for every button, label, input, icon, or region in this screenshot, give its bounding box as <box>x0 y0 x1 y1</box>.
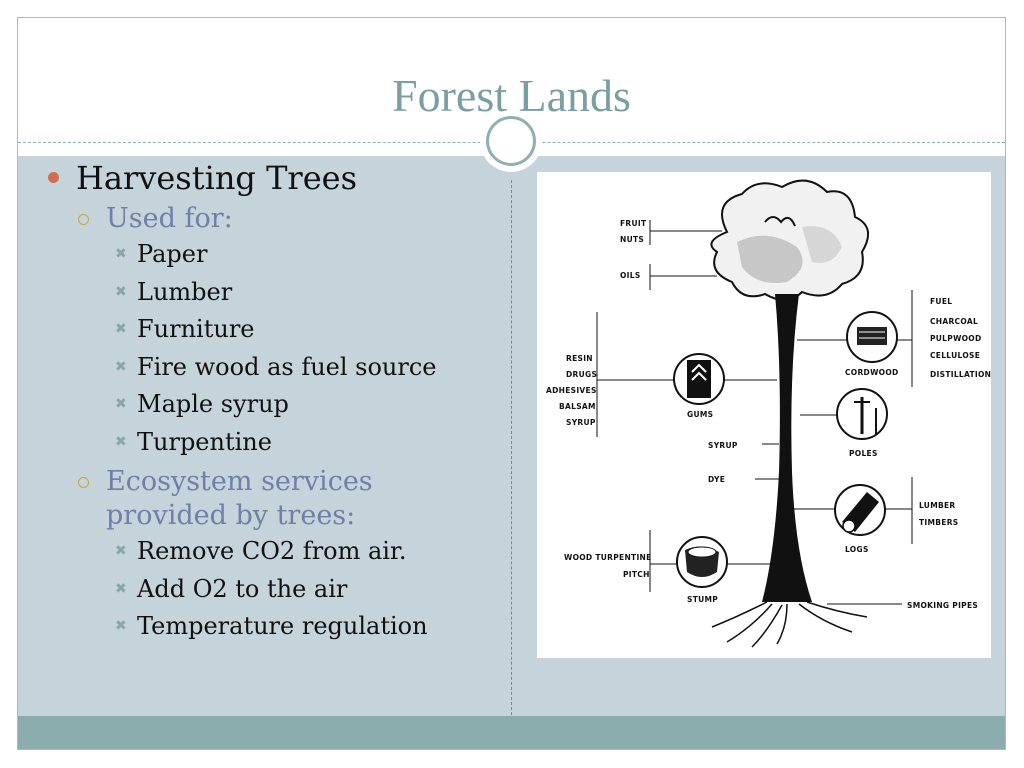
list-item: ✖ Paper <box>42 236 502 274</box>
ring-bullet-icon <box>78 214 89 225</box>
tree-products-diagram: FRUIT NUTS OILS FUEL CHARCOAL PULPWOOD C… <box>537 172 991 658</box>
cross-bullet-icon: ✖ <box>115 433 127 450</box>
list-item: ✖ Turpentine <box>42 424 502 462</box>
label-resin: RESIN <box>566 354 593 363</box>
bullet-main: Harvesting Trees <box>42 158 502 198</box>
cross-bullet-icon: ✖ <box>115 543 127 559</box>
subheading-used-for: Used for: <box>42 202 502 236</box>
gums-icon <box>673 353 725 405</box>
label-nuts: NUTS <box>620 235 644 244</box>
cross-bullet-icon: ✖ <box>115 321 127 337</box>
list-item-text: Turpentine <box>137 427 272 456</box>
cross-bullet-icon: ✖ <box>115 396 127 412</box>
label-pitch: PITCH <box>623 570 650 579</box>
subheading-line: provided by trees: <box>106 500 356 531</box>
label-syrup: SYRUP <box>708 441 738 450</box>
list-item-text: Add O2 to the air <box>137 574 348 603</box>
label-pulpwood: PULPWOOD <box>930 334 982 343</box>
label-syrup-left: SYRUP <box>566 418 596 427</box>
poles-icon <box>836 388 888 440</box>
list-item-text: Furniture <box>137 315 255 343</box>
cross-bullet-icon: ✖ <box>115 246 127 262</box>
list-item: ✖ Add O2 to the air <box>42 571 502 609</box>
label-poles: POLES <box>849 449 878 458</box>
label-distillation: DISTILLATION <box>930 370 991 379</box>
label-lumber: LUMBER <box>919 501 955 510</box>
bullet-main-text: Harvesting Trees <box>76 159 358 197</box>
label-cordwood: CORDWOOD <box>845 368 899 377</box>
column-divider <box>511 180 512 715</box>
tree-trunk <box>762 294 812 602</box>
label-stump: STUMP <box>687 595 718 604</box>
label-gums: GUMS <box>687 410 713 419</box>
cross-bullet-icon: ✖ <box>115 358 127 375</box>
label-drugs: DRUGS <box>566 370 597 379</box>
label-fruit: FRUIT <box>620 219 647 228</box>
label-smoking-pipes: SMOKING PIPES <box>907 601 978 610</box>
tree-roots <box>711 601 868 648</box>
label-balsam: BALSAM <box>559 402 596 411</box>
list-item-text: Temperature regulation <box>137 612 428 640</box>
label-charcoal: CHARCOAL <box>930 317 978 326</box>
label-oils: OILS <box>620 271 641 280</box>
subheading-ecosystem-services: Ecosystem services provided by trees: <box>42 465 502 533</box>
cross-bullet-icon: ✖ <box>115 618 127 634</box>
bullet-dot-icon <box>48 172 59 183</box>
ring-ornament-icon <box>480 110 542 172</box>
list-item-text: Paper <box>137 240 208 268</box>
tree-canopy <box>710 179 870 301</box>
subheading-text: Used for: <box>106 203 233 234</box>
ring-bullet-icon <box>78 477 89 488</box>
list-item: ✖ Lumber <box>42 274 502 312</box>
label-wood-turpentine: WOOD TURPENTINE <box>564 553 652 562</box>
cordwood-icon <box>846 311 898 363</box>
list-item-text: Maple syrup <box>137 390 289 418</box>
list-item: ✖ Temperature regulation <box>42 608 502 646</box>
cross-bullet-icon: ✖ <box>115 283 127 300</box>
list-item: ✖ Furniture <box>42 311 502 349</box>
cross-bullet-icon: ✖ <box>115 580 127 597</box>
logs-icon <box>834 484 886 536</box>
label-fuel: FUEL <box>930 297 952 306</box>
list-item-text: Remove CO2 from air. <box>137 537 407 565</box>
footer-bar <box>18 716 1005 749</box>
subheading-line: Ecosystem services <box>106 466 373 497</box>
list-item: ✖ Maple syrup <box>42 386 502 424</box>
tree-illustration: FRUIT NUTS OILS FUEL CHARCOAL PULPWOOD C… <box>546 179 991 648</box>
stump-icon <box>676 536 728 588</box>
list-item-text: Fire wood as fuel source <box>137 352 437 381</box>
list-item: ✖ Remove CO2 from air. <box>42 533 502 571</box>
list-item: ✖ Fire wood as fuel source <box>42 349 502 387</box>
label-dye: DYE <box>708 475 725 484</box>
label-logs: LOGS <box>845 545 869 554</box>
label-adhesives: ADHESIVES <box>546 386 597 395</box>
bullet-list: Harvesting Trees Used for: ✖ Paper ✖ Lumbe… <box>42 158 502 646</box>
label-cellulose: CELLULOSE <box>930 351 980 360</box>
label-timbers: TIMBERS <box>919 518 959 527</box>
list-item-text: Lumber <box>137 277 233 306</box>
